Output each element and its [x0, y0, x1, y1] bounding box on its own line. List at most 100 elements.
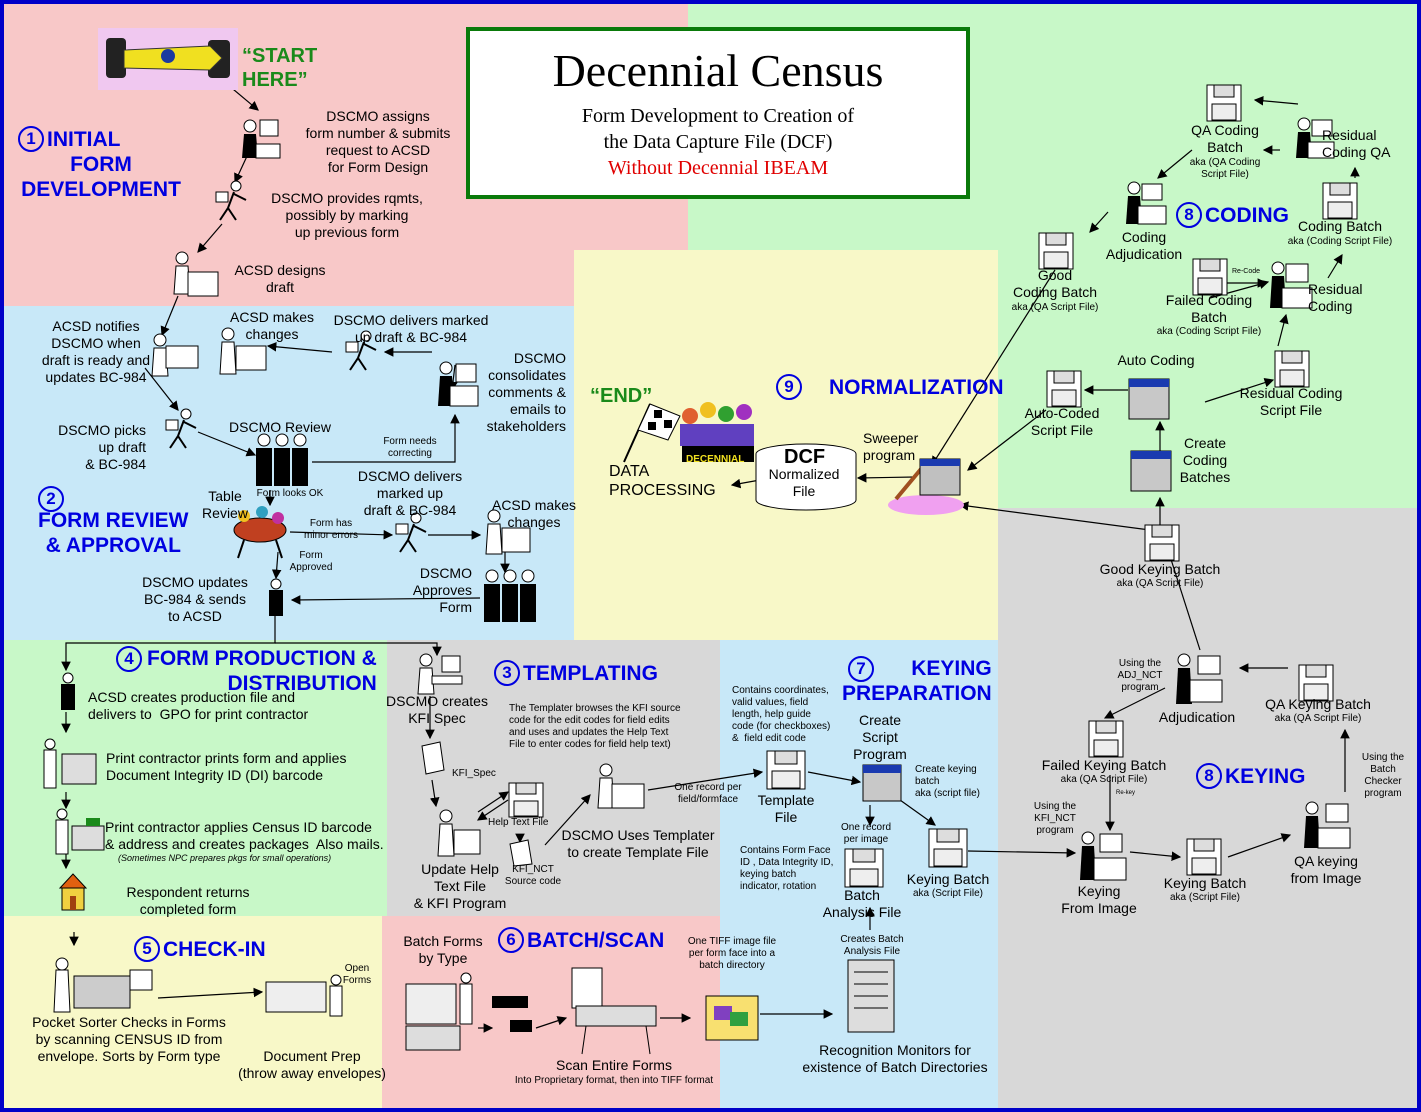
dcf-database-icon: [755, 443, 857, 511]
scanner-icon: [571, 967, 657, 1055]
label-help-text-file: Help Text File: [488, 817, 549, 828]
label-creates-batch-analysis: Creates Batch Analysis File: [840, 934, 904, 957]
label-dscmo-uses-templater: DSCMO Uses Templater to create Template …: [561, 827, 715, 860]
label-batch-analysis-file: Batch Analysis File: [822, 887, 902, 920]
form-stack-icon: [492, 996, 532, 1032]
acsd-changes-2-icon: [485, 509, 531, 555]
label-respondent-returns: Respondent returns completed form: [126, 884, 250, 917]
section-number-1: 1: [18, 126, 44, 152]
label-qa-coding-batch-aka: aka (QA Coding Script File): [1189, 157, 1261, 180]
dscmo-workstation-icon: [242, 119, 281, 159]
label-acsd-creates-production: ACSD creates production file and deliver…: [88, 689, 309, 722]
label-create-coding-batches: Create Coding Batches: [1179, 435, 1231, 485]
label-acsd-makes-changes-2: ACSD makes changes: [491, 497, 577, 530]
document-prep-icon: [265, 974, 343, 1017]
dscmo-updates-icon: [269, 578, 283, 616]
label-dscmo-assigns: DSCMO assigns form number & submits requ…: [305, 108, 451, 175]
dscmo-templater-icon: [597, 763, 645, 809]
section-number-6: 6: [498, 927, 524, 953]
batch-analysis-disk-icon: [844, 848, 884, 888]
batch-forms-icon: [405, 972, 473, 1051]
heading-keying-preparation-label: KEYING PREPARATION: [842, 657, 992, 705]
section-label-1-line: DEVELOPMENT: [21, 178, 181, 201]
label-failed-keying-batch: Failed Keying Batch: [1041, 757, 1167, 773]
label-kfi-spec: KFI_Spec: [452, 768, 496, 779]
acsd-changes-icon: [219, 327, 267, 375]
heading-form-review-label: FORM REVIEW & APPROVAL: [38, 509, 189, 557]
label-one-tiff: One TIFF image file per form face into a…: [687, 936, 777, 971]
label-acsd-notifies: ACSD notifies DSCMO when draft is ready …: [41, 318, 151, 385]
coding-adjudication-icon: [1126, 181, 1167, 225]
failed-keying-batch-disk-icon: [1088, 720, 1124, 758]
section-label-5: CHECK-IN: [163, 938, 266, 961]
diagram-title: Decennial Census: [552, 45, 884, 96]
residual-coding-qa-icon: [1296, 117, 1335, 159]
label-re-code: Re-Code: [1232, 268, 1260, 276]
keying-batch-7-disk-icon: [928, 828, 968, 868]
courier-icon-2: [345, 330, 377, 371]
label-re-key: Re-key: [1116, 790, 1135, 797]
heading-keying-preparation: 7: [848, 656, 877, 682]
dscmo-consolidates-icon: [438, 361, 479, 407]
label-pocket-sorter: Pocket Sorter Checks in Forms by scannin…: [32, 1014, 226, 1064]
section-number-3: 3: [494, 660, 520, 686]
label-qa-keying-batch-aka: aka (QA Script File): [1274, 713, 1362, 724]
label-dscmo-picks: DSCMO picks up draft & BC-984: [58, 422, 146, 472]
courier-icon-1: [215, 180, 247, 221]
decennial-flag-label: DECENNIAL: [686, 454, 745, 465]
race-car-icon: [98, 28, 238, 90]
label-keying-batch-7-aka: aka (Script File): [912, 888, 983, 899]
label-open-forms: Open Forms: [342, 963, 372, 986]
label-npc-note: (Sometimes NPC prepares pkgs for small o…: [118, 853, 332, 863]
residual-coding-script-disk-icon: [1274, 350, 1310, 388]
respondent-house-icon: [58, 873, 88, 911]
data-processing-label: DATA PROCESSING: [609, 463, 716, 499]
qa-keying-icon: [1304, 801, 1351, 849]
help-text-file-disk-icon: [508, 782, 544, 818]
start-here-label: “START HERE”: [242, 45, 318, 91]
label-template-file: Template File: [757, 792, 815, 825]
zone-templating: [387, 640, 720, 916]
checkered-flag-icon: [623, 403, 681, 463]
label-one-record-image: One record per image: [840, 822, 892, 845]
table-review-icon: [233, 506, 287, 559]
label-failed-coding-batch: Failed Coding Batch: [1165, 292, 1253, 325]
label-contains-coordinates: Contains coordinates, valid values, fiel…: [732, 685, 831, 744]
section-label-1-line: FORM: [70, 153, 132, 176]
print-contractor-icon: [43, 738, 97, 789]
label-coding-batch: Coding Batch: [1297, 218, 1383, 234]
template-file-disk-icon: [766, 750, 806, 790]
diagram-subtitle-line-2: the Data Capture File (DCF): [603, 131, 833, 153]
re-key-text: Re-key: [1116, 790, 1136, 796]
heading-form-review: 2: [38, 486, 67, 512]
keying-from-image-icon: [1080, 831, 1127, 881]
label-failed-coding-batch-aka: aka (Coding Script File): [1156, 326, 1262, 337]
label-print-contractor-applies: Print contractor applies Census ID barco…: [105, 819, 384, 852]
census-barcode-icon: [55, 808, 105, 855]
title-box: Decennial Census Form Development to Cre…: [466, 27, 970, 199]
label-scan-entire: Scan Entire Forms: [556, 1057, 672, 1073]
heading-form-production: 4: [116, 646, 145, 672]
label-update-help: Update Help Text File & KFI Program: [413, 861, 507, 911]
label-form-minor-errors: Form has minor errors: [304, 518, 358, 541]
section-number-8-coding: 8: [1176, 202, 1202, 228]
label-dscmo-updates: DSCMO updates BC-984 & sends to ACSD: [142, 574, 248, 624]
section-number-7: 7: [848, 656, 874, 682]
label-print-contractor-prints: Print contractor prints form and applies…: [106, 750, 347, 783]
label-kfi-nct-source: KFI_NCT Source code: [504, 864, 562, 887]
label-using-kfi-nct: Using the KFI_NCT program: [1033, 801, 1077, 836]
dcf-label: DCF: [784, 446, 826, 468]
label-form-looks-ok: Form looks OK: [256, 488, 324, 499]
heading-form-production-label: FORM PRODUCTION & DISTRIBUTION: [147, 647, 377, 695]
qa-coding-batch-disk-icon: [1206, 84, 1242, 122]
section-label-1: INITIAL: [47, 128, 121, 151]
normalized-file-label: Normalized File: [768, 466, 840, 499]
label-keying-from-image: Keying From Image: [1061, 883, 1137, 916]
label-coding-adjudication: Coding Adjudication: [1105, 229, 1183, 262]
label-acsd-designs: ACSD designs draft: [234, 262, 326, 295]
